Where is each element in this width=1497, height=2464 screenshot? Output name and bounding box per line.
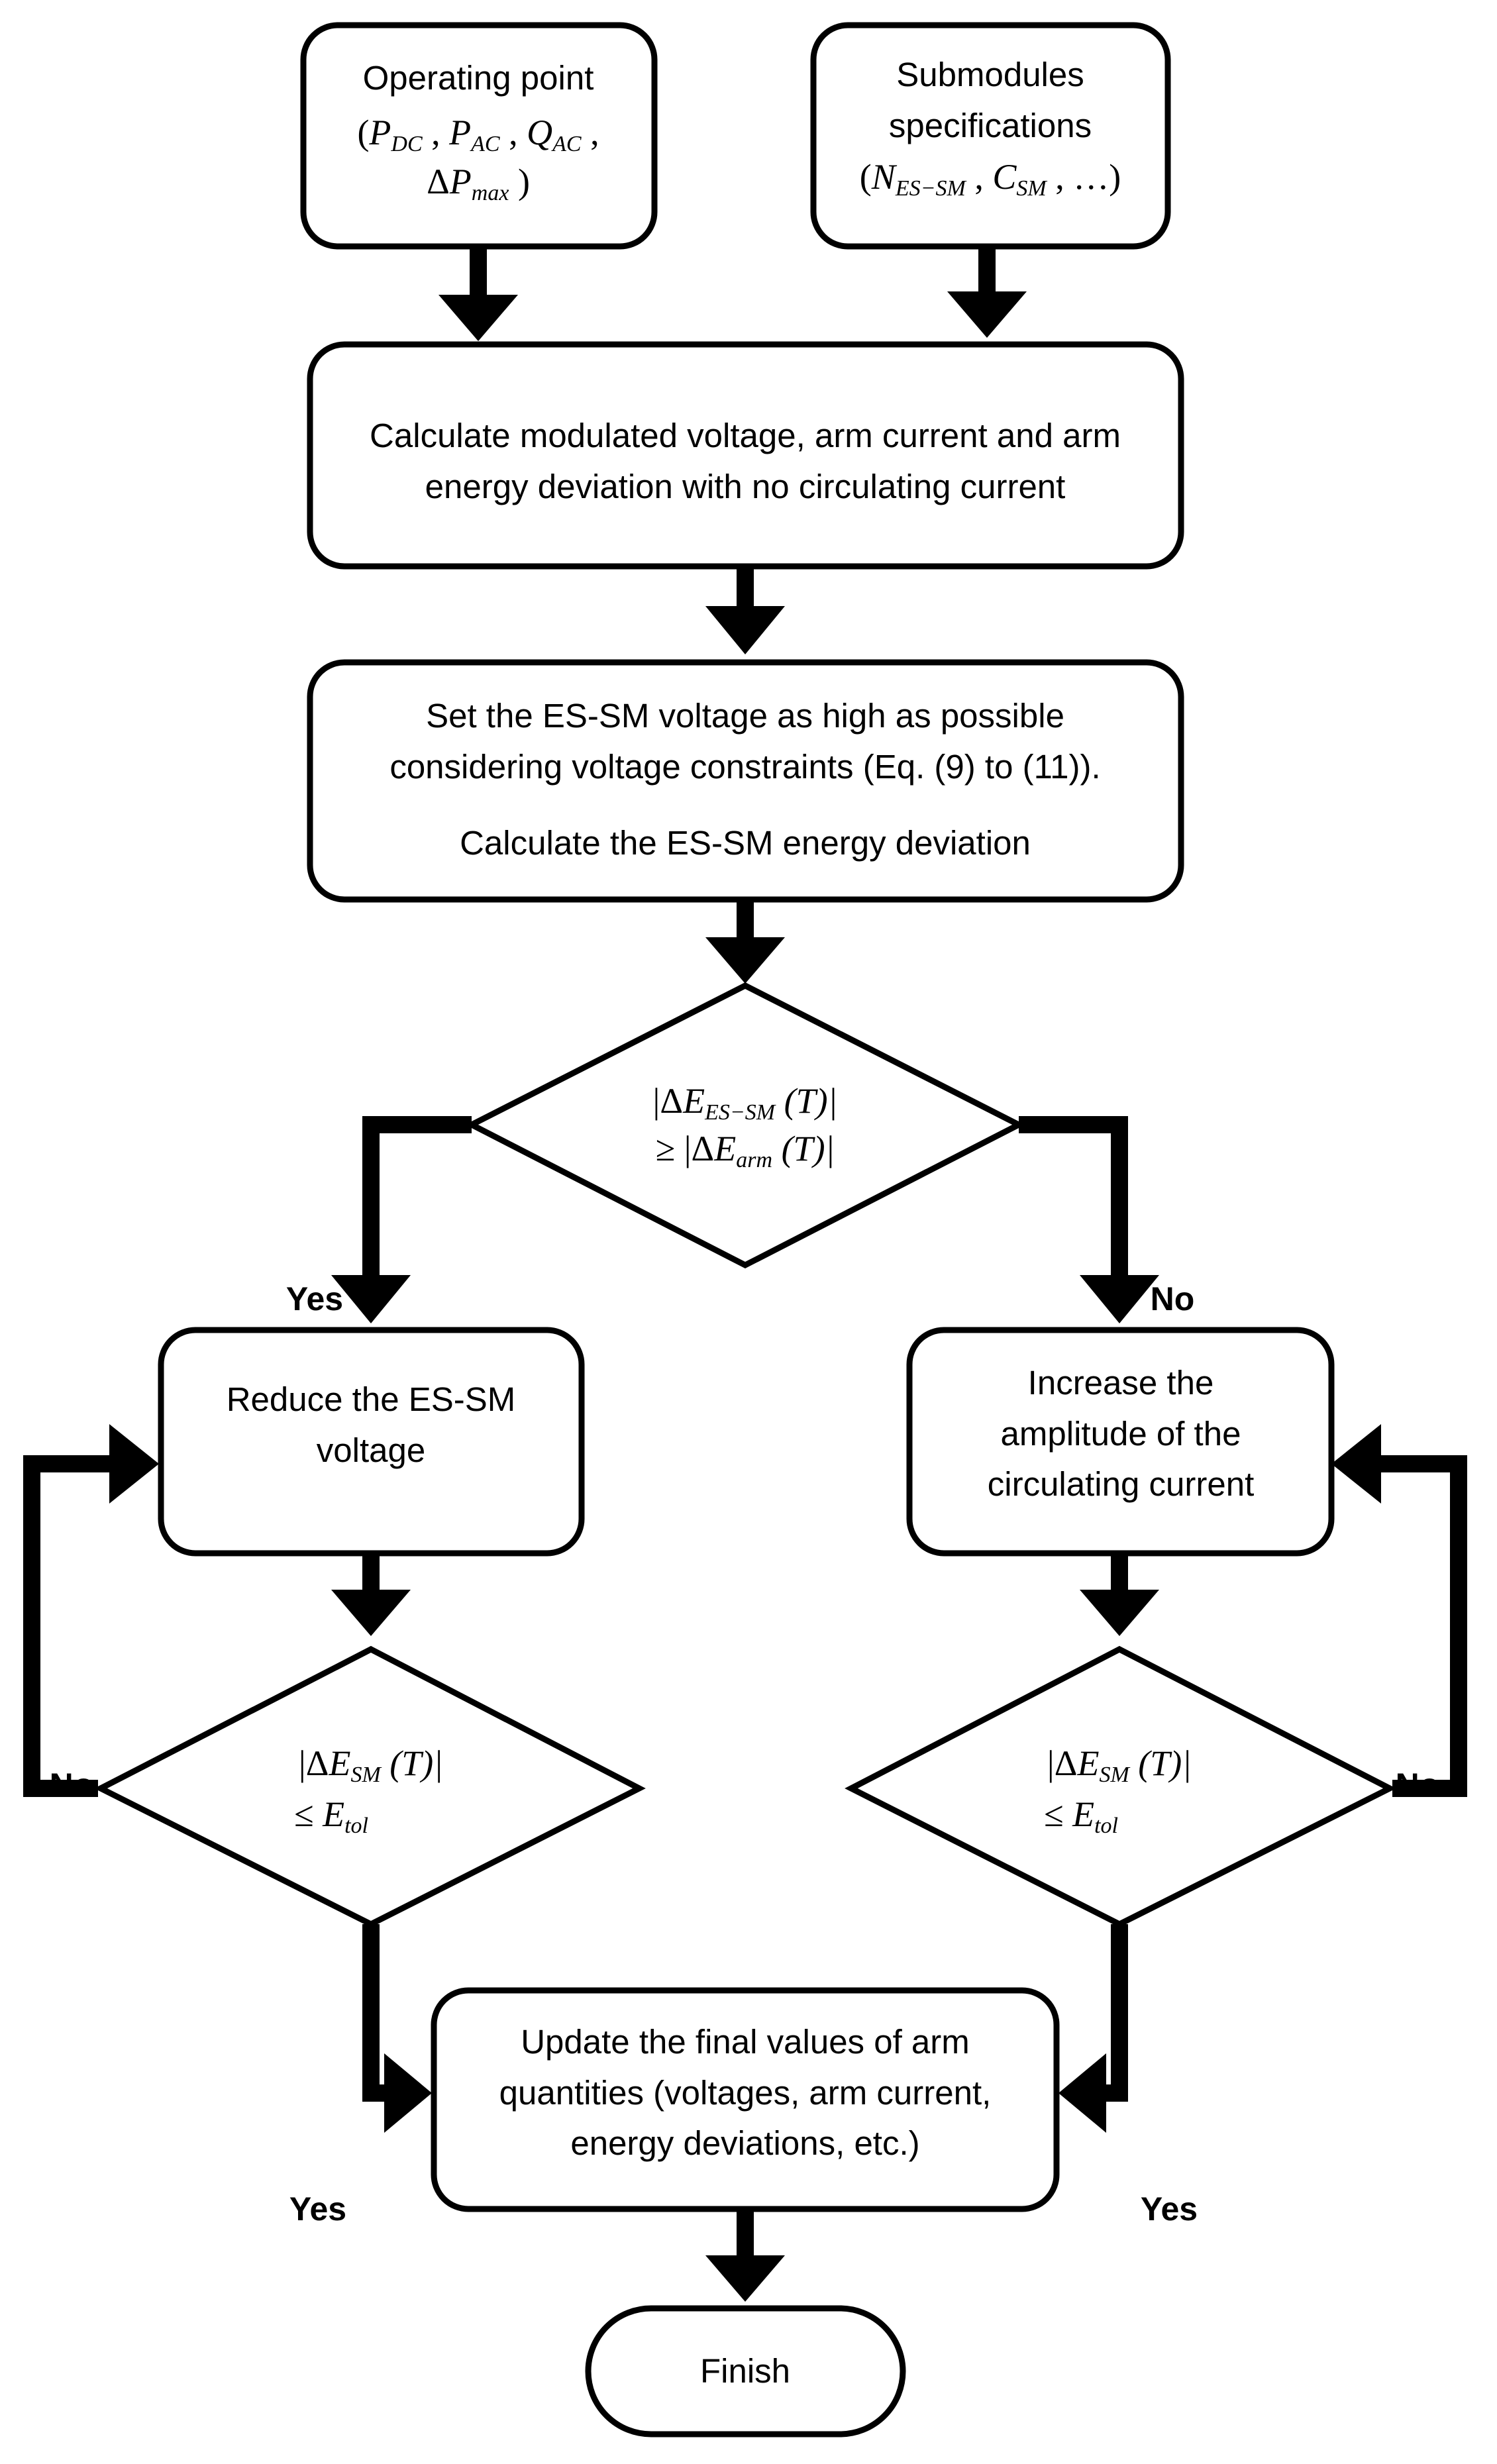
operating-point-formula-line1: (PDC , PAC , QAC , xyxy=(357,113,599,156)
update-line2: quantities (voltages, arm current, xyxy=(499,2074,992,2112)
right-tolerance-decision: |ΔESM (T)| ≤ Etol xyxy=(845,1645,1396,1928)
connector-reduce-to-check xyxy=(331,1553,411,1636)
finish-terminal: Finish xyxy=(585,2305,906,2438)
connector-set-to-decision xyxy=(705,899,785,984)
label-no-main: No xyxy=(1151,1280,1195,1317)
connector-operating-to-calc xyxy=(439,246,518,341)
reduce-voltage-box: Reduce the ES-SM voltage xyxy=(158,1327,585,1557)
calculate-modulated-line2: energy deviation with no circulating cur… xyxy=(425,468,1066,505)
left-tolerance-decision: |ΔESM (T)| ≤ Etol xyxy=(94,1645,646,1928)
set-voltage-line3: Calculate the ES-SM energy deviation xyxy=(460,824,1031,862)
connector-right-loop-no xyxy=(1331,1424,1467,1797)
label-yes-main: Yes xyxy=(286,1280,343,1317)
operating-point-box: Operating point (PDC , PAC , QAC , ΔPmax… xyxy=(300,22,658,250)
decision-right-line2: ≤ Etol xyxy=(1044,1794,1118,1838)
increase-line2: amplitude of the xyxy=(1001,1415,1241,1453)
decision-left-line2: ≤ Etol xyxy=(294,1794,368,1838)
connector-left-yes-to-update xyxy=(362,1924,432,2133)
reduce-voltage-line2: voltage xyxy=(317,1431,425,1469)
increase-line1: Increase the xyxy=(1028,1364,1214,1402)
operating-point-formula-line2: ΔPmax ) xyxy=(427,162,530,205)
label-yes-left: Yes xyxy=(289,2190,346,2228)
label-no-right: No xyxy=(1396,1767,1440,1804)
submodules-formula: (NES−SM , CSM , …) xyxy=(860,157,1121,201)
submodules-specifications-box: Submodules specifications (NES−SM , CSM … xyxy=(810,22,1171,250)
set-voltage-line1: Set the ES-SM voltage as high as possibl… xyxy=(426,697,1064,735)
operating-point-title: Operating point xyxy=(363,59,594,97)
energy-comparison-decision: |ΔEES−SM (T)| ≥ |ΔEarm (T)| xyxy=(465,982,1025,1269)
decision-left-line1: |ΔESM (T)| xyxy=(299,1743,443,1787)
decision-main-line2: ≥ |ΔEarm (T)| xyxy=(656,1129,835,1172)
connector-right-yes-to-update xyxy=(1058,1924,1128,2133)
update-line3: energy deviations, etc.) xyxy=(570,2124,919,2162)
connector-decision-yes xyxy=(331,1116,472,1323)
connector-update-to-finish xyxy=(705,2209,785,2302)
submodules-subtitle: specifications xyxy=(889,107,1092,144)
calculate-modulated-box: Calculate modulated voltage, arm current… xyxy=(307,341,1184,570)
decision-right-line1: |ΔESM (T)| xyxy=(1047,1743,1192,1787)
increase-line3: circulating current xyxy=(988,1465,1255,1503)
label-yes-right: Yes xyxy=(1141,2190,1198,2228)
finish-label: Finish xyxy=(700,2352,790,2390)
calculate-modulated-line1: Calculate modulated voltage, arm current… xyxy=(370,417,1121,454)
update-final-values-box: Update the final values of arm quantitie… xyxy=(431,1987,1060,2212)
reduce-voltage-line1: Reduce the ES-SM xyxy=(227,1380,516,1418)
submodules-title: Submodules xyxy=(896,56,1084,93)
decision-main-line1: |ΔEES−SM (T)| xyxy=(653,1081,838,1125)
set-es-sm-voltage-box: Set the ES-SM voltage as high as possibl… xyxy=(307,659,1184,903)
label-no-left: No xyxy=(50,1767,94,1804)
update-line1: Update the final values of arm xyxy=(521,2023,970,2061)
connector-submodules-to-calc xyxy=(947,246,1027,338)
set-voltage-line2: considering voltage constraints (Eq. (9)… xyxy=(389,748,1100,786)
connector-left-loop-no xyxy=(23,1424,159,1797)
connector-decision-no xyxy=(1019,1116,1159,1323)
increase-circulating-current-box: Increase the amplitude of the circulatin… xyxy=(906,1327,1335,1557)
connector-increase-to-check xyxy=(1080,1553,1159,1636)
connector-calc-to-set xyxy=(705,566,785,654)
